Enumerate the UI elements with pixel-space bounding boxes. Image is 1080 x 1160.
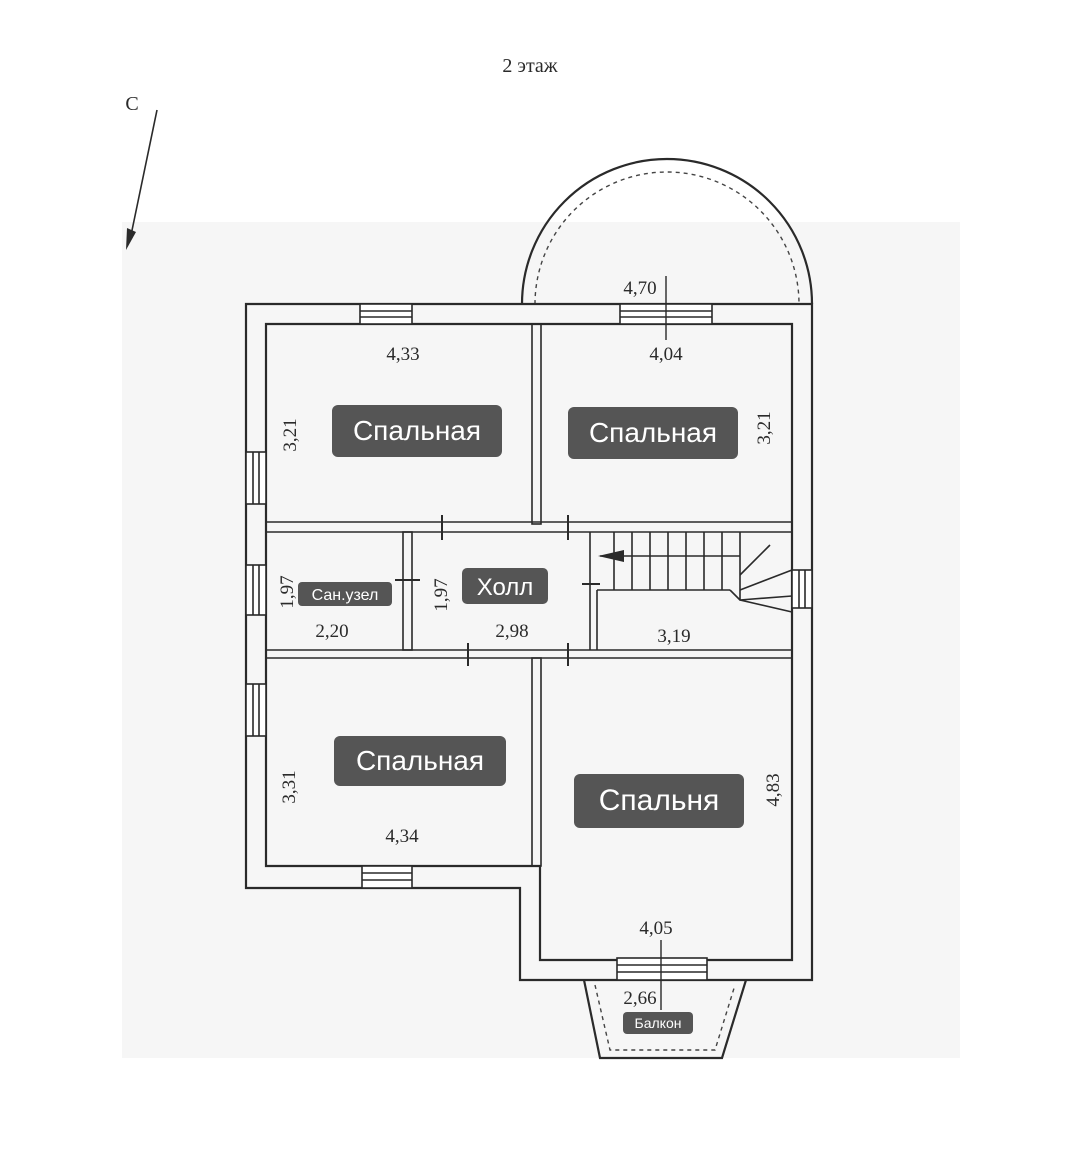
dim-hall-height: 1,97 — [431, 578, 452, 611]
dim-tl-width: 4,33 — [386, 344, 419, 365]
north-label: С — [125, 93, 138, 115]
window-bottom-left — [361, 865, 413, 889]
dimension-labels: 4,70 4,33 4,04 3,21 3,21 1,97 1,97 2,20 … — [277, 278, 784, 1009]
dim-tr-width: 4,04 — [649, 344, 683, 365]
window-right-stair — [791, 569, 813, 609]
dim-balcony-width: 2,66 — [623, 988, 656, 1009]
room-label-bedroom-bottom-right: Спальня — [574, 774, 744, 828]
dim-bath-width: 2,20 — [315, 621, 348, 642]
dim-bl-width: 4,34 — [385, 826, 419, 847]
dim-br-height: 4,83 — [763, 773, 784, 806]
svg-text:Спальня: Спальня — [599, 784, 720, 817]
dim-stair-width: 3,19 — [657, 626, 690, 647]
balcony — [582, 979, 748, 1060]
svg-text:Холл: Холл — [477, 574, 534, 601]
window-left-lower — [245, 683, 267, 737]
window-left-bath — [245, 564, 267, 616]
stair-arrow-icon — [598, 550, 624, 562]
room-label-hall: Холл — [462, 568, 548, 604]
room-label-balcony: Балкон — [623, 1012, 693, 1034]
room-label-bedroom-top-left: Спальная — [332, 405, 502, 457]
dim-tr-height: 3,21 — [754, 411, 775, 444]
window-left-upper — [245, 451, 267, 505]
room-label-bedroom-bottom-left: Спальная — [334, 736, 506, 786]
staircase — [598, 532, 793, 613]
door-marks — [395, 515, 600, 666]
dimension-leaders — [660, 276, 667, 1010]
dim-bay-width: 4,70 — [623, 278, 656, 299]
window-top-left — [359, 303, 413, 325]
room-label-bedroom-top-right: Спальная — [568, 407, 738, 459]
window-bottom-right — [616, 957, 708, 981]
svg-text:Спальная: Спальная — [356, 745, 484, 776]
svg-text:Балкон: Балкон — [635, 1015, 682, 1031]
dim-hall-width: 2,98 — [495, 621, 528, 642]
exterior-walls — [244, 302, 814, 982]
north-arrow-icon: С — [125, 93, 158, 250]
dim-bath-height: 1,97 — [277, 575, 298, 608]
dim-br-width: 4,05 — [639, 918, 672, 939]
room-label-bathroom: Сан.узел — [298, 582, 392, 606]
floor-title: 2 этаж — [502, 55, 557, 77]
svg-text:Спальная: Спальная — [353, 415, 481, 446]
dim-tl-height: 3,21 — [280, 418, 301, 451]
windows — [245, 303, 813, 981]
bay-window — [520, 157, 814, 305]
dim-bl-height: 3,31 — [279, 770, 300, 803]
svg-text:Спальная: Спальная — [589, 417, 717, 448]
svg-text:Сан.узел: Сан.узел — [312, 587, 379, 604]
